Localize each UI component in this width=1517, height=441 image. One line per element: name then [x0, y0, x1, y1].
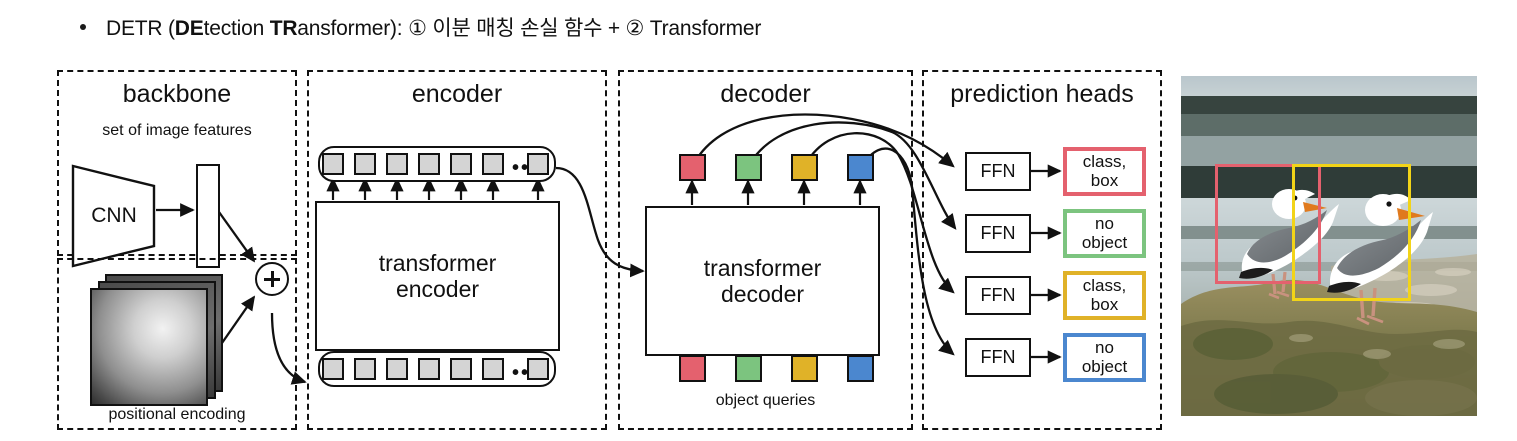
ffn-label-3: FFN [980, 285, 1016, 305]
encoder-output-token [418, 153, 440, 175]
encoder-output-token [450, 153, 472, 175]
transformer-decoder-line2: decoder [720, 281, 805, 307]
transformer-decoder-line1: transformer [703, 254, 822, 281]
prediction-result-1-line1: class, [1082, 151, 1127, 171]
positional-plane-front [90, 288, 208, 406]
encoder-input-token [482, 358, 504, 380]
heading-suffix: ): ① 이분 매칭 손실 함수 + ② Transformer [390, 17, 762, 40]
ffn-to-result-arrows [1030, 164, 1062, 364]
gull-left [1239, 189, 1339, 300]
encoder-input-token [527, 358, 549, 380]
cnn-trapezoid-shape [71, 164, 156, 268]
prediction-result-4: no object [1063, 333, 1146, 382]
prediction-result-4-line2: object [1081, 356, 1128, 376]
encoder-output-token [527, 153, 549, 175]
heading-bold-tr: TR [269, 17, 298, 40]
backbone-title: backbone [122, 80, 232, 108]
photo-scene [1181, 76, 1477, 416]
encoder-input-token [386, 358, 408, 380]
heading-text: DETR (DEtection TRansformer): ① 이분 매칭 손실… [106, 12, 761, 42]
transformer-encoder-box: transformer encoder [315, 201, 560, 351]
slide-heading: DETR (DEtection TRansformer): ① 이분 매칭 손실… [80, 6, 1280, 48]
decoder-title: decoder [720, 80, 811, 108]
encoder-output-token [386, 153, 408, 175]
encoder-input-token [450, 358, 472, 380]
heading-bold-de: DE [174, 17, 204, 40]
encoder-output-arrows [326, 177, 545, 200]
transformer-encoder-line2: encoder [395, 276, 480, 302]
sum-operator-icon [255, 262, 289, 296]
panel-backbone [57, 70, 297, 256]
panel-prediction-heads [922, 70, 1162, 430]
ffn-box-3: FFN [965, 276, 1031, 315]
positional-to-encoder-curve [270, 312, 307, 385]
bounding-box-red [1215, 164, 1321, 284]
decoder-output-square-green [735, 154, 762, 181]
encoder-input-token [354, 358, 376, 380]
encoder-input-token [322, 358, 344, 380]
image-features-column [196, 164, 220, 268]
decoder-output-square-gold [791, 154, 818, 181]
object-query-square-red [679, 355, 706, 382]
positional-encoding-caption: positional encoding [108, 406, 246, 423]
ffn-label-1: FFN [980, 161, 1016, 181]
transformer-encoder-line1: transformer [378, 249, 497, 276]
transformer-decoder-box: transformer decoder [645, 206, 880, 356]
prediction-result-2-line2: object [1081, 232, 1128, 252]
panel-positional-encoding [57, 258, 297, 430]
encoder-output-token [482, 153, 504, 175]
prediction-result-2: no object [1063, 209, 1146, 258]
object-queries-caption: object queries [715, 392, 816, 409]
encoder-title: encoder [411, 80, 503, 108]
encoder-output-token [322, 153, 344, 175]
bullet-point-icon [80, 24, 86, 30]
heading-prefix: DETR ( [106, 17, 175, 40]
ffn-label-4: FFN [980, 347, 1016, 367]
panel-decoder [618, 70, 913, 430]
encoder-input-token [418, 358, 440, 380]
backbone-arrows [156, 203, 256, 344]
prediction-result-3: class, box [1063, 271, 1146, 320]
decoder-output-square-red [679, 154, 706, 181]
detr-architecture-figure: backbone set of image features CNN posit… [0, 62, 1517, 434]
bounding-box-yellow [1292, 164, 1411, 301]
heading-mid-tection: tection [203, 17, 270, 40]
ffn-box-2: FFN [965, 214, 1031, 253]
prediction-heads-title: prediction heads [950, 80, 1134, 108]
prediction-result-1: class, box [1063, 147, 1146, 196]
ffn-box-4: FFN [965, 338, 1031, 377]
cnn-label: CNN [91, 204, 137, 227]
decoder-output-arrows [685, 179, 867, 205]
decoder-output-square-blue [847, 154, 874, 181]
encoder-output-token [354, 153, 376, 175]
heading-mid-ansformer: ansformer [297, 17, 391, 40]
prediction-result-2-line1: no [1095, 213, 1114, 233]
ffn-box-1: FFN [965, 152, 1031, 191]
object-query-square-gold [791, 355, 818, 382]
panel-encoder [307, 70, 607, 430]
prediction-result-3-line1: class, [1082, 275, 1127, 295]
gull-right [1327, 193, 1433, 326]
ffn-label-2: FFN [980, 223, 1016, 243]
detection-example-photo [1181, 76, 1477, 416]
prediction-result-3-line2: box [1090, 294, 1119, 314]
encoder-to-decoder-curve [555, 166, 645, 278]
prediction-result-4-line1: no [1095, 337, 1114, 357]
object-query-square-blue [847, 355, 874, 382]
object-query-square-green [735, 355, 762, 382]
backbone-subtitle: set of image features [102, 122, 252, 139]
prediction-result-1-line2: box [1090, 170, 1119, 190]
